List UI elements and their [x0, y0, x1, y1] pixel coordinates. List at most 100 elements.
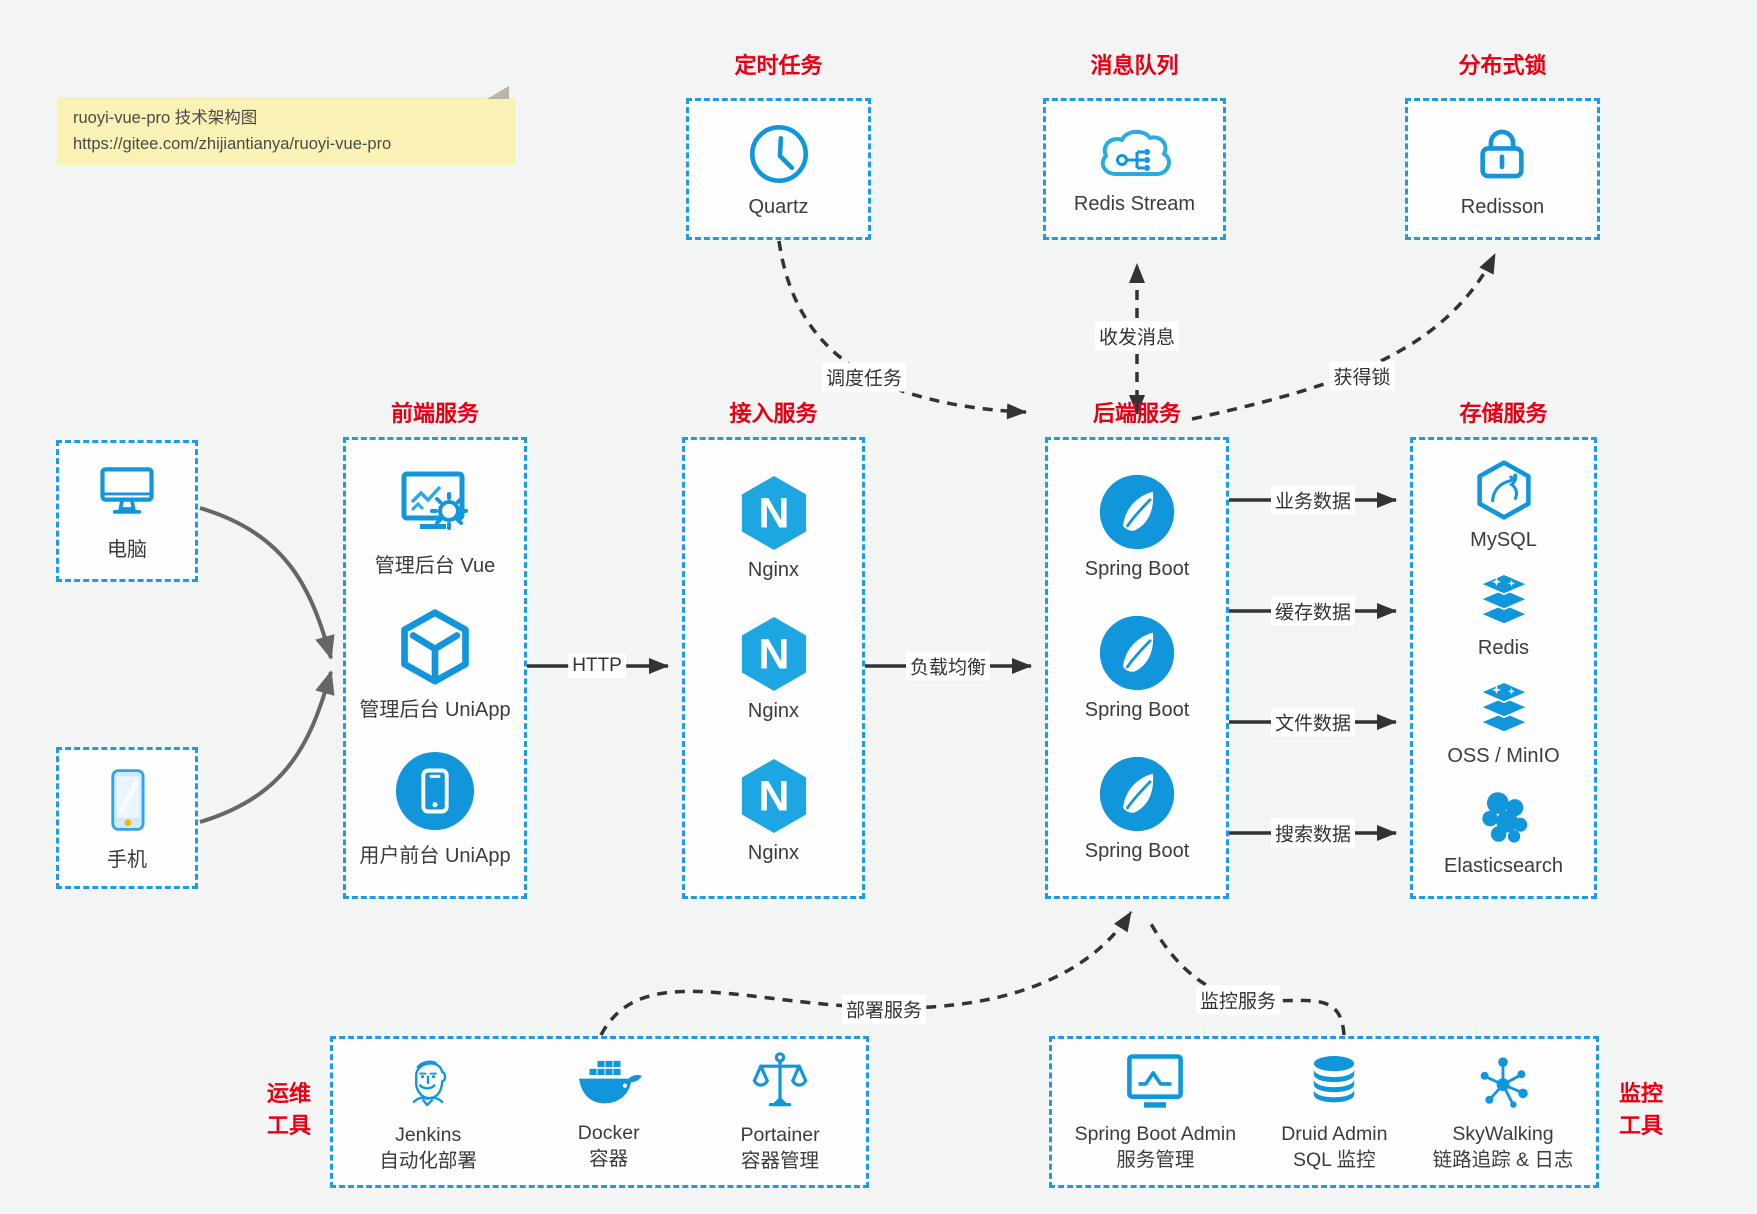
cache-data-edge-label: 缓存数据: [1270, 596, 1356, 626]
redisson-box: Redisson: [1405, 98, 1600, 240]
springboot-node: Spring Boot: [1084, 473, 1190, 581]
storage-box: MySQL Redis OSS / MinIO: [1410, 437, 1597, 899]
jenkins-name: Jenkins: [395, 1123, 462, 1146]
nginx-label: Nginx: [747, 558, 800, 581]
load-balance-edge-label: 负载均衡: [905, 651, 991, 681]
file-data-edge-label: 文件数据: [1270, 707, 1356, 737]
docker-icon: [578, 1060, 642, 1104]
user-uniapp-label: 用户前台 UniApp: [359, 845, 511, 867]
monitor-tools-box: Spring Boot Admin 服务管理 Druid Admin SQL 监…: [1049, 1036, 1599, 1188]
springboot-icon: [1099, 756, 1175, 832]
springboot-admin-icon: [1127, 1053, 1184, 1108]
springboot-icon: [1099, 474, 1175, 550]
uniapp-cube-icon: [401, 609, 469, 685]
portainer-name: Portainer: [740, 1123, 820, 1146]
send-receive-msg-edge-label: 收发消息: [1094, 321, 1180, 351]
nginx-label: Nginx: [747, 700, 800, 722]
title-frontend: 前端服务: [390, 401, 479, 426]
redisson-label: Redisson: [1460, 196, 1545, 218]
portainer-icon: [752, 1051, 808, 1106]
lock-icon: [1480, 129, 1525, 179]
oss-label: OSS / MinIO: [1447, 745, 1560, 767]
sbadmin-name: Spring Boot Admin: [1074, 1122, 1237, 1145]
redis-stream-box: Redis Stream: [1043, 98, 1226, 240]
mysql-icon: [1476, 460, 1531, 520]
title-storage: 存储服务: [1459, 401, 1548, 426]
monitor-tools-side-label: 监控 工具: [1618, 1081, 1663, 1138]
title-gateway: 接入服务: [729, 401, 818, 426]
ops-tools-box: Jenkins 自动化部署 Docker 容器: [330, 1036, 869, 1188]
phone-box: 手机: [56, 747, 198, 889]
elasticsearch-label: Elasticsearch: [1444, 855, 1563, 877]
portainer-desc: 容器管理: [741, 1150, 820, 1172]
pc-label: 电脑: [107, 539, 147, 561]
redisson-node: Redisson: [1461, 119, 1544, 219]
oss-node: OSS / MinIO: [1447, 678, 1560, 768]
docker-desc: 容器: [589, 1148, 629, 1170]
redis-stream-node: Redis Stream: [1074, 122, 1195, 216]
clock-icon: [749, 124, 808, 184]
portainer-node: Portainer 容器管理: [740, 1050, 820, 1175]
cloud-stream-icon: [1100, 129, 1171, 176]
sticky-note: ruoyi-vue-pro 技术架构图 https://gitee.com/zh…: [57, 86, 515, 165]
nginx-icon: N: [741, 758, 806, 833]
mysql-node: MySQL: [1470, 458, 1538, 552]
admin-vue-icon: [401, 471, 468, 530]
mysql-label: MySQL: [1470, 529, 1537, 551]
nginx-icon: N: [741, 616, 806, 691]
druid-node: Druid Admin SQL 监控: [1281, 1051, 1387, 1174]
title-backend: 后端服务: [1092, 401, 1181, 426]
nginx-node: N Nginx: [737, 472, 811, 582]
svg-text:N: N: [758, 489, 789, 537]
phone-label: 手机: [107, 849, 147, 871]
note-corner-fold: [487, 86, 509, 99]
schedule-task-edge-label: 调度任务: [821, 362, 907, 392]
http-edge-label: HTTP: [568, 654, 626, 678]
jenkins-node: Jenkins 自动化部署: [379, 1050, 477, 1175]
skywalking-desc: 链路追踪 & 日志: [1432, 1149, 1574, 1171]
edge-phone-to-frontend: [199, 670, 335, 824]
title-mq: 消息队列: [1090, 53, 1179, 78]
desktop-icon: [100, 467, 154, 514]
edge-acquire-lock: [1191, 253, 1497, 421]
redis-node: Redis: [1469, 570, 1539, 660]
springboot-label: Spring Boot: [1084, 558, 1190, 580]
title-lock: 分布式锁: [1458, 53, 1547, 78]
gateway-box: N Nginx N Nginx N Nginx: [682, 437, 865, 899]
sbadmin-node: Spring Boot Admin 服务管理: [1074, 1051, 1237, 1174]
druid-desc: SQL 监控: [1292, 1149, 1376, 1171]
elasticsearch-icon: [1481, 792, 1527, 843]
title-scheduler: 定时任务: [734, 53, 823, 78]
svg-text:N: N: [758, 772, 789, 820]
user-uniapp-node: 用户前台 UniApp: [359, 750, 511, 868]
jenkins-desc: 自动化部署: [379, 1150, 477, 1172]
sbadmin-desc: 服务管理: [1116, 1149, 1195, 1171]
redis-label: Redis: [1477, 637, 1530, 659]
druid-db-icon: [1314, 1055, 1355, 1103]
skywalking-name: SkyWalking: [1452, 1122, 1554, 1145]
edge-pc-to-frontend: [199, 506, 335, 660]
business-data-edge-label: 业务数据: [1270, 485, 1356, 515]
elasticsearch-node: Elasticsearch: [1444, 786, 1563, 878]
quartz-box: Quartz: [686, 98, 871, 240]
nginx-node: N Nginx: [737, 755, 811, 865]
springboot-label: Spring Boot: [1084, 699, 1190, 721]
docker-node: Docker 容器: [570, 1052, 648, 1173]
quartz-label: Quartz: [748, 196, 809, 218]
springboot-icon: [1099, 615, 1175, 691]
skywalking-icon: [1480, 1057, 1528, 1108]
frontend-box: 管理后台 Vue 管理后台 UniApp 用户前台 UniApp: [343, 437, 527, 899]
nginx-node: N Nginx: [737, 613, 811, 723]
oss-minio-icon: [1478, 681, 1529, 734]
redis-icon: [1478, 573, 1529, 626]
docker-name: Docker: [577, 1121, 640, 1144]
backend-box: Spring Boot Spring Boot Spring Boot: [1045, 437, 1229, 899]
springboot-label: Spring Boot: [1084, 840, 1190, 862]
redis-stream-label: Redis Stream: [1073, 193, 1196, 215]
admin-uniapp-node: 管理后台 UniApp: [359, 606, 511, 722]
pc-box: 电脑: [56, 440, 198, 582]
ops-tools-side-label: 运维 工具: [266, 1081, 311, 1138]
admin-vue-node: 管理后台 Vue: [375, 468, 495, 578]
skywalking-node: SkyWalking 链路追踪 & 日志: [1432, 1051, 1574, 1174]
